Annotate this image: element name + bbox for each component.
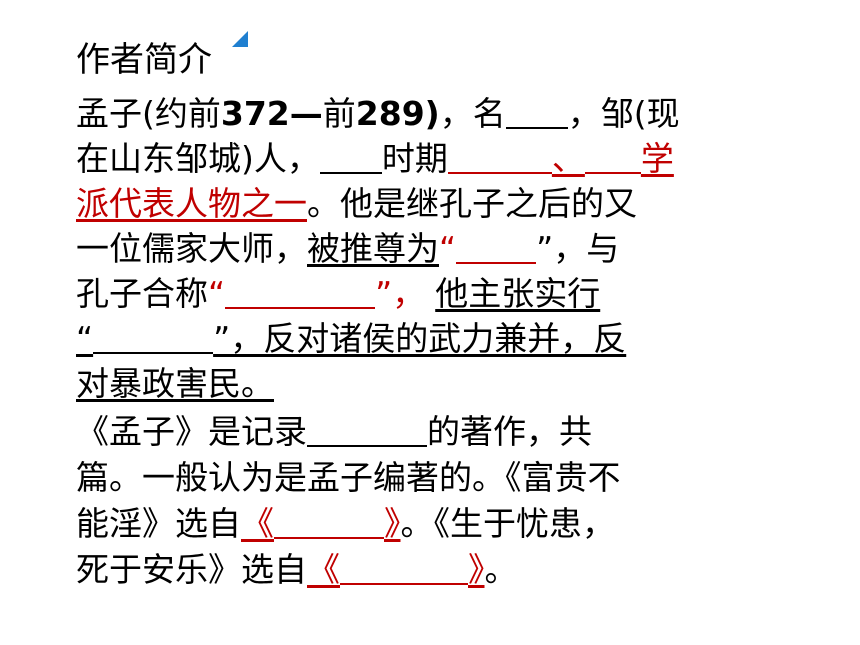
blank-joint-title[interactable] bbox=[225, 277, 376, 309]
blank-record[interactable] bbox=[307, 415, 427, 447]
text-run-bold: 289) bbox=[355, 94, 440, 133]
text-run: 。他是继孔子之后的又 bbox=[307, 184, 637, 223]
text-run: ”，与 bbox=[536, 229, 620, 268]
book-bracket: 》 bbox=[384, 504, 401, 543]
text-run: ，邹(现 bbox=[567, 94, 680, 133]
quote-mark: “ bbox=[208, 274, 226, 313]
text-run: 篇。一般认为是孟子编著的。《富贵不 bbox=[76, 458, 621, 497]
text-run: 孟子(约前 bbox=[76, 94, 221, 133]
text-run: ，名 bbox=[439, 94, 506, 133]
text-run: 。《生于忧患， bbox=[400, 504, 616, 543]
blank-era[interactable] bbox=[319, 142, 382, 174]
underlined-text: 对暴政害民。 bbox=[76, 364, 274, 403]
text-run: 一位儒家大师， bbox=[76, 229, 307, 268]
text-run: 孔子合称 bbox=[76, 274, 208, 313]
blank-name[interactable] bbox=[505, 97, 568, 129]
text-run: 《孟子》是记录 bbox=[76, 412, 307, 451]
quote-mark: ”， bbox=[375, 274, 426, 313]
blank-source-2[interactable] bbox=[340, 553, 468, 585]
corner-triangle-icon bbox=[232, 31, 248, 47]
text-line-9: 篇。一般认为是孟子编著的。《富贵不 bbox=[76, 456, 621, 500]
underlined-text: ”，反对诸侯的武力兼并，反 bbox=[213, 319, 627, 358]
answer-text: 派代表人物之一 bbox=[76, 184, 307, 223]
answer-text: 学 bbox=[640, 139, 674, 178]
blank-honorific[interactable] bbox=[456, 232, 537, 264]
text-run: 能淫》选自 bbox=[76, 504, 241, 543]
text-line-8: 《孟子》是记录 的著作，共 bbox=[76, 410, 592, 454]
text-run: 时期 bbox=[381, 139, 448, 178]
text-line-2: 在山东邹城)人， 时期 、 学 bbox=[76, 137, 674, 181]
text-run: 死于安乐》选自 bbox=[76, 550, 307, 589]
text-line-7: 对暴政害民。 bbox=[76, 362, 274, 406]
text-line-5: 孔子合称“ ”，他主张实行 bbox=[76, 272, 600, 316]
blank-policy[interactable] bbox=[93, 322, 214, 354]
text-run: 。 bbox=[484, 550, 518, 589]
book-bracket: 》 bbox=[468, 550, 485, 589]
quote-mark: “ bbox=[439, 229, 457, 268]
section-title: 作者简介 bbox=[76, 40, 212, 80]
book-bracket: 《 bbox=[307, 550, 340, 589]
text-line-3: 派代表人物之一。他是继孔子之后的又 bbox=[76, 182, 637, 226]
blank-source-1[interactable] bbox=[274, 507, 384, 539]
book-bracket: 《 bbox=[241, 504, 274, 543]
text-run-bold: 372— bbox=[220, 94, 323, 133]
blank-school[interactable] bbox=[447, 142, 552, 174]
blank-gap[interactable] bbox=[584, 142, 641, 174]
underlined-text: 被推尊为 bbox=[307, 229, 439, 268]
text-run: 前 bbox=[322, 94, 356, 133]
quote-mark: “ bbox=[76, 319, 94, 358]
text-line-10: 能淫》选自《 》。《生于忧患， bbox=[76, 502, 615, 546]
underlined-text: 他主张实行 bbox=[435, 274, 601, 313]
text-line-4: 一位儒家大师，被推尊为“ ”，与 bbox=[76, 227, 619, 271]
text-line-1: 孟子(约前372—前289)，名 ，邹(现 bbox=[76, 92, 680, 136]
text-run: 的著作，共 bbox=[427, 412, 592, 451]
answer-text: 、 bbox=[551, 139, 585, 178]
text-line-6: “ ”，反对诸侯的武力兼并，反 bbox=[76, 317, 626, 361]
text-run: 在山东邹城)人， bbox=[76, 139, 320, 178]
text-line-11: 死于安乐》选自《 》。 bbox=[76, 548, 518, 592]
